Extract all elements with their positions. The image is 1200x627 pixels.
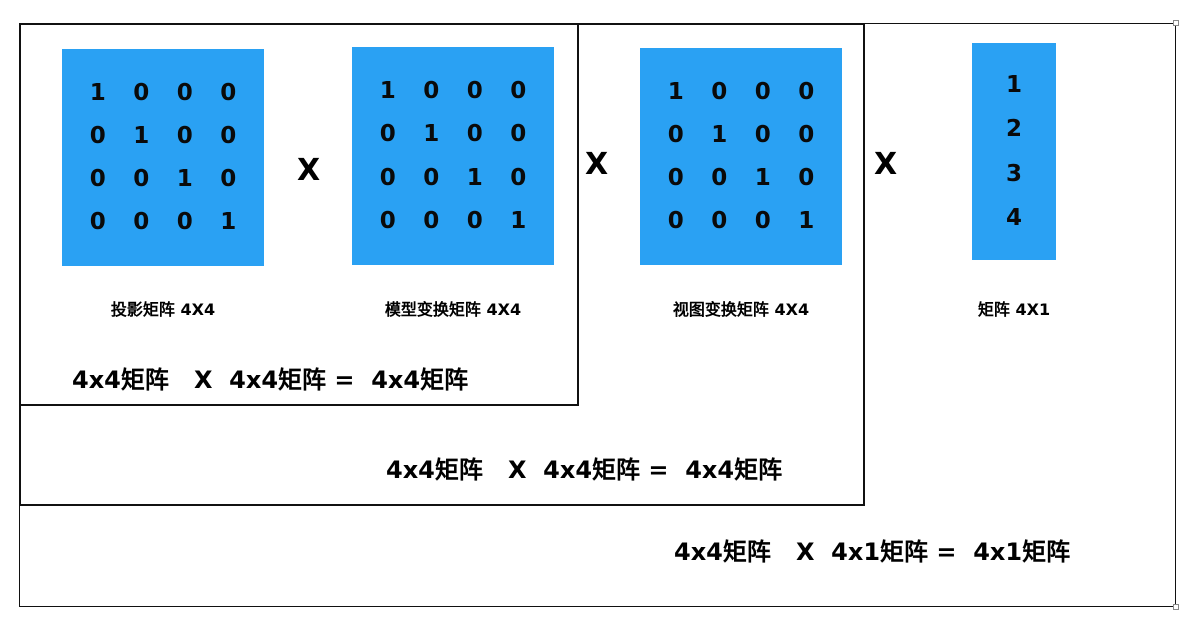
column-vector[interactable]: 1 2 3 4	[972, 43, 1056, 260]
multiply-operator: X	[874, 147, 898, 182]
equation-inner: 4x4矩阵 X 4x4矩阵 = 4x4矩阵	[72, 366, 469, 394]
matrix-cell: 0	[423, 164, 440, 191]
matrix-cell: 0	[466, 121, 483, 148]
projection-matrix-caption: 投影矩阵 4X4	[110, 300, 216, 319]
matrix-cell: 0	[798, 78, 815, 105]
matrix-cell: 0	[667, 121, 684, 148]
inner-group-frame[interactable]	[19, 23, 579, 406]
view-transform-matrix-caption: 视图变换矩阵 4X4	[672, 300, 810, 319]
matrix-cell: 0	[466, 208, 483, 235]
matrix-cell: 0	[176, 209, 193, 236]
equation-outer: 4x4矩阵 X 4x1矩阵 = 4x1矩阵	[674, 538, 1071, 566]
matrix-cell: 0	[423, 208, 440, 235]
matrix-cell: 0	[89, 209, 106, 236]
matrix-cell: 0	[510, 164, 527, 191]
matrix-cell: 1	[89, 79, 106, 106]
matrix-cell: 1	[466, 164, 483, 191]
matrix-cell: 0	[423, 77, 440, 104]
selection-handle-bottom-right[interactable]	[1173, 604, 1179, 610]
matrix-cell: 1	[510, 208, 527, 235]
matrix-cell: 0	[220, 166, 237, 193]
matrix-cell: 0	[798, 165, 815, 192]
matrix-cell: 1	[423, 121, 440, 148]
vector-cell: 1	[1005, 72, 1022, 99]
matrix-cell: 0	[510, 121, 527, 148]
matrix-cell: 0	[754, 78, 771, 105]
matrix-cell: 0	[379, 208, 396, 235]
matrix-cell: 0	[133, 209, 150, 236]
matrix-cell: 0	[466, 77, 483, 104]
matrix-cell: 0	[379, 121, 396, 148]
matrix-cell: 0	[89, 166, 106, 193]
equation-middle: 4x4矩阵 X 4x4矩阵 = 4x4矩阵	[386, 456, 783, 484]
model-transform-matrix-caption: 模型变换矩阵 4X4	[384, 300, 522, 319]
vector-cell: 2	[1005, 116, 1022, 143]
matrix-cell: 0	[754, 121, 771, 148]
matrix-cell: 0	[176, 122, 193, 149]
matrix-cell: 1	[754, 165, 771, 192]
matrix-cell: 1	[711, 121, 728, 148]
matrix-cell: 1	[176, 166, 193, 193]
matrix-cell: 0	[711, 165, 728, 192]
matrix-cell: 0	[510, 77, 527, 104]
multiply-operator: X	[297, 153, 321, 188]
vector-cell: 3	[1005, 160, 1022, 187]
matrix-cell: 1	[220, 209, 237, 236]
matrix-cell: 0	[711, 208, 728, 235]
matrix-cell: 0	[220, 122, 237, 149]
matrix-cell: 0	[176, 79, 193, 106]
matrix-cell: 0	[798, 121, 815, 148]
matrix-cell: 0	[711, 78, 728, 105]
vector-cell: 4	[1005, 204, 1022, 231]
matrix-cell: 1	[667, 78, 684, 105]
matrix-cell: 0	[133, 166, 150, 193]
matrix-cell: 0	[754, 208, 771, 235]
column-vector-caption: 矩阵 4X1	[977, 300, 1051, 319]
matrix-cell: 1	[379, 77, 396, 104]
selection-handle-top-right[interactable]	[1173, 20, 1179, 26]
matrix-cell: 0	[133, 79, 150, 106]
matrix-cell: 1	[133, 122, 150, 149]
multiply-operator: X	[585, 147, 609, 182]
matrix-cell: 0	[220, 79, 237, 106]
matrix-cell: 1	[798, 208, 815, 235]
matrix-cell: 0	[379, 164, 396, 191]
matrix-cell: 0	[667, 165, 684, 192]
matrix-cell: 0	[89, 122, 106, 149]
matrix-cell: 0	[667, 208, 684, 235]
